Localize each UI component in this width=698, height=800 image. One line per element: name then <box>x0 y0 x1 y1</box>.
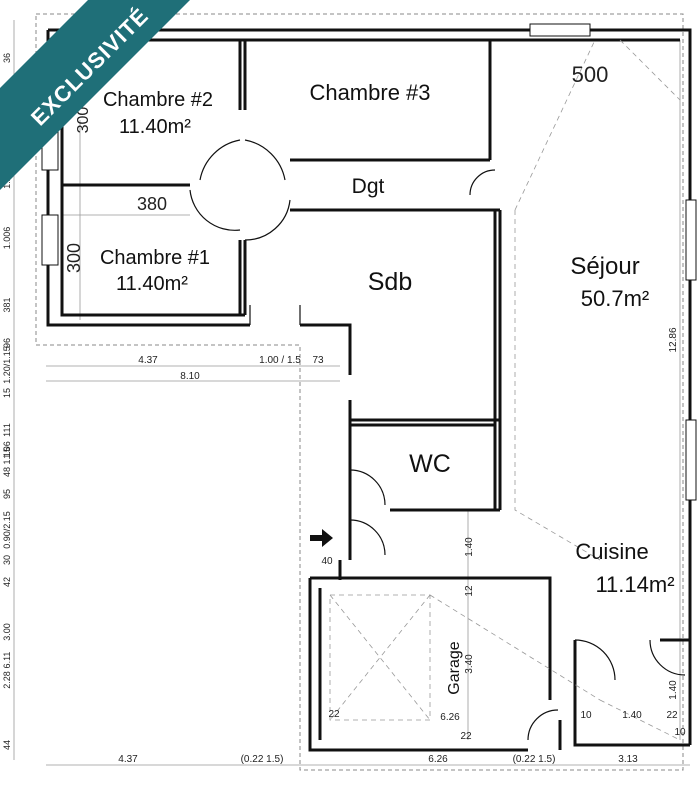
dim-140-kitchen: 1.40 <box>668 680 679 700</box>
svg-text:1.006: 1.006 <box>2 227 12 250</box>
dim-10-a: 10 <box>580 710 592 721</box>
room-area-chambre-2: 11.40m² <box>119 116 191 138</box>
svg-text:1.20/1.15: 1.20/1.15 <box>2 346 12 384</box>
svg-text:2.28: 2.28 <box>2 671 12 689</box>
dim-140-garage: 1.40 <box>464 537 475 557</box>
room-name-wc: WC <box>409 450 451 478</box>
svg-text:6.11: 6.11 <box>2 652 12 669</box>
room-name-sejour: Séjour <box>570 253 639 280</box>
svg-text:3.00: 3.00 <box>2 623 12 641</box>
dim-1286: 12.86 <box>668 327 679 352</box>
room-area-sejour: 50.7m² <box>581 286 649 311</box>
dim-40: 40 <box>321 556 333 567</box>
room-name-sdb: Sdb <box>368 268 412 296</box>
entrance-arrow-icon <box>310 529 333 547</box>
dim-12: 12 <box>464 585 475 597</box>
dim-chambre1-side: 300 <box>64 243 84 273</box>
walls <box>46 28 692 752</box>
dim-22-mid: 22 <box>460 731 472 742</box>
svg-text:42: 42 <box>2 577 12 587</box>
dim-10-b: 10 <box>674 727 686 738</box>
dim-437-top: 4.37 <box>138 355 158 366</box>
dim-bottom-2: (0.22 1.5) <box>241 754 284 765</box>
room-area-cuisine: 11.14m² <box>595 572 674 597</box>
svg-text:381: 381 <box>2 297 12 312</box>
dim-22-left: 22 <box>328 709 340 720</box>
dim-626-inner: 6.26 <box>440 712 460 723</box>
svg-text:30: 30 <box>2 555 12 565</box>
dim-380: 380 <box>137 194 167 214</box>
roof-hints <box>329 39 681 741</box>
room-area-chambre-1: 11.40m² <box>116 273 188 295</box>
dim-22-right: 22 <box>666 710 678 721</box>
svg-text:36: 36 <box>2 53 12 63</box>
property-boundary <box>35 13 684 771</box>
dim-bottom-3: 6.26 <box>428 754 448 765</box>
room-name-chambre-1: Chambre #1 <box>100 247 210 269</box>
svg-text:44: 44 <box>2 740 12 750</box>
dim-bottom-5: 3.13 <box>618 754 638 765</box>
svg-text:95: 95 <box>2 489 12 499</box>
dimension-lines <box>13 20 690 766</box>
room-name-cuisine: Cuisine <box>575 539 648 564</box>
svg-text:1.06: 1.06 <box>2 441 12 459</box>
room-name-garage: Garage <box>446 641 463 694</box>
svg-text:15: 15 <box>2 388 12 398</box>
svg-text:48 1.15: 48 1.15 <box>2 447 12 477</box>
dim-140-bottom: 1.40 <box>622 710 642 721</box>
dim-100-15: 1.00 / 1.5 <box>259 355 301 366</box>
banner-ribbon <box>0 0 190 190</box>
dim-bottom-1: 4.37 <box>118 754 138 765</box>
room-name-chambre-3: Chambre #3 <box>309 80 430 105</box>
dim-340: 3.40 <box>464 654 475 674</box>
dim-chambre2-side: 300 <box>75 107 92 134</box>
dim-top-500: 500 <box>572 62 609 87</box>
dim-bottom-4: (0.22 1.5) <box>513 754 556 765</box>
svg-text:96: 96 <box>2 338 12 348</box>
svg-text:111: 111 <box>2 423 12 437</box>
room-name-chambre-2: Chambre #2 <box>103 89 213 111</box>
door-swings <box>189 139 686 741</box>
room-name-degagement: Dgt <box>352 175 385 198</box>
svg-text:0.90/2.15: 0.90/2.15 <box>2 511 12 549</box>
dim-810: 8.10 <box>180 371 200 382</box>
dim-73: 73 <box>312 355 324 366</box>
